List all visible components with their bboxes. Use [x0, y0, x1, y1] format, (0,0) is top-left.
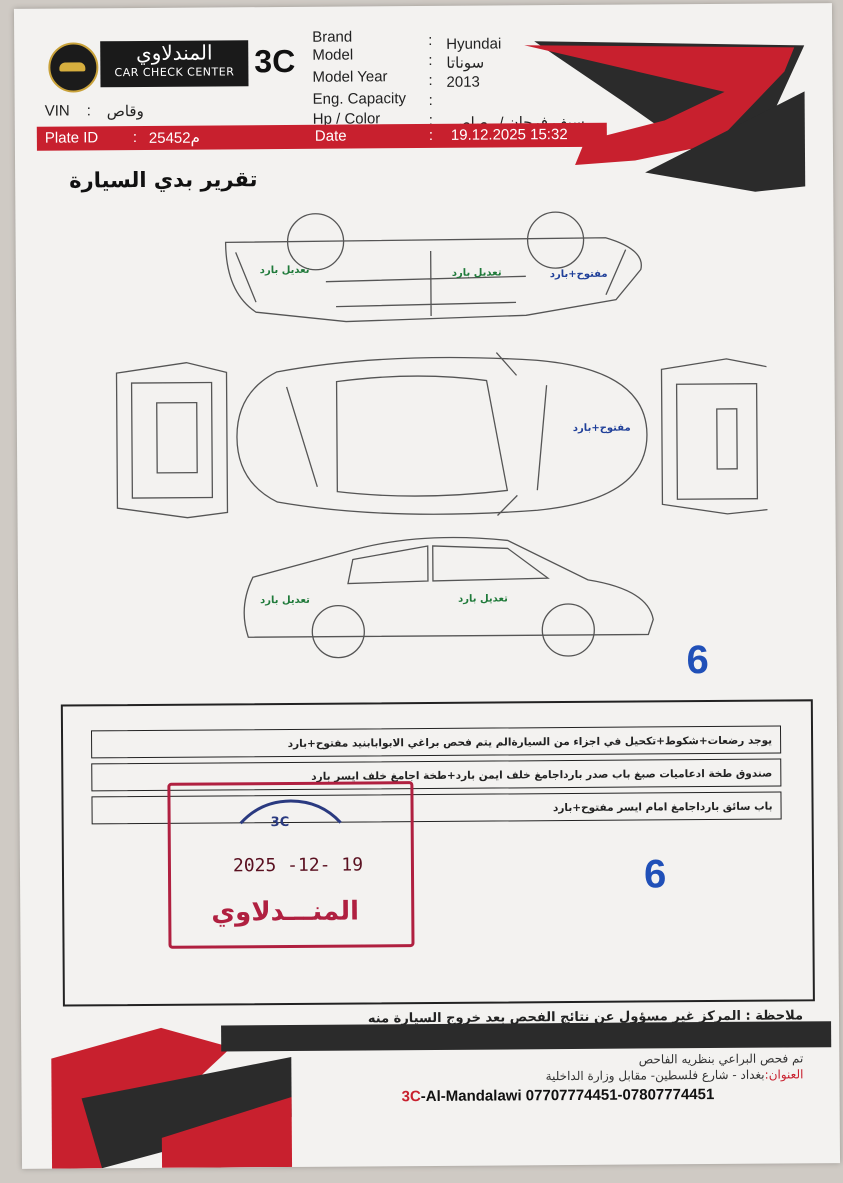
inspection-sheet: المندلاوي CAR CHECK CENTER 3C Brand Mode… [13, 3, 841, 1169]
report-title: تقرير بدي السيارة [69, 167, 258, 193]
annotation-underside-left: تعديل بارد [259, 264, 310, 277]
address-value: بغداد - شارع فلسطين- مقابل وزارة الداخلي… [545, 1067, 765, 1084]
car-diagram [115, 211, 769, 659]
annotation-underside-right: مفتوح+بارد [549, 268, 608, 281]
logo-arabic: المندلاوي [135, 40, 213, 66]
note-row: يوجد رضعات+شكوط+تكحيل في اجزاء من السيار… [90, 725, 782, 759]
car-rear-view [115, 362, 229, 519]
car-underside-view [224, 211, 642, 323]
logo-box: المندلاوي CAR CHECK CENTER [100, 40, 249, 88]
footer-phones: -Al-Mandalawi 07707774451-07807774451 [420, 1086, 715, 1106]
plate-bar: Plate ID : 25452م Date : 19.12.2025 15:3… [36, 122, 607, 151]
colon: : [132, 129, 138, 147]
plate-value: 25452م [148, 129, 200, 147]
official-stamp: 3C 2025 -12- 19 المنـــدلاوي [167, 781, 415, 949]
colon: : [428, 51, 433, 69]
vin-label: VIN [44, 102, 70, 120]
stamp-name: المنـــدلاوي [211, 896, 360, 928]
plate-label: Plate ID [44, 129, 99, 147]
colon: : [428, 126, 434, 144]
score-box: 6 [643, 852, 667, 897]
car-logo-icon [48, 42, 99, 93]
stamp-date: 2025 -12- 19 [232, 854, 364, 877]
vin-value: وقاص [106, 102, 144, 121]
brand-value: Hyundai [446, 35, 502, 53]
footer-brand: 3C [401, 1088, 421, 1106]
score-top: 6 [686, 638, 709, 683]
car-top-view [236, 352, 648, 516]
car-front-view [660, 358, 769, 515]
footer-inspector: تم فحص البراعي بنظريه الفاحص [638, 1051, 804, 1067]
colon: : [428, 71, 433, 89]
logo-3c: 3C [254, 42, 296, 80]
stamp-car-icon [239, 799, 342, 825]
annotation-top-right: مفتوح+بارد [572, 422, 631, 434]
date-label: Date [314, 127, 347, 145]
colon: : [428, 31, 433, 49]
eng-label: Eng. Capacity [312, 90, 407, 108]
colon: : [86, 102, 91, 120]
brand-label: Brand [312, 28, 353, 46]
logo-english: CAR CHECK CENTER [114, 65, 235, 80]
footer-address: العنوان:بغداد - شارع فلسطين- مقابل وزارة… [546, 1067, 804, 1083]
year-value: 2013 [446, 73, 480, 91]
annotation-side-mid: تعديل بارد [458, 593, 508, 605]
model-label: Model [312, 46, 354, 64]
address-label: العنوان: [764, 1067, 804, 1082]
year-label: Model Year [312, 68, 388, 86]
annotation-underside-mid: تعديل بارد [451, 267, 502, 279]
footer-contact: 3C-Al-Mandalawi 07707774451-07807774451 [402, 1086, 715, 1105]
date-value: 19.12.2025 15:32 [450, 126, 568, 144]
colon: : [428, 91, 433, 109]
model-value: سوناتا [446, 54, 485, 72]
car-side-view [243, 536, 654, 659]
footer-decoration [51, 1027, 293, 1169]
footer-band [221, 1021, 832, 1052]
header-decoration [524, 41, 806, 192]
stamp-logo: 3C [270, 814, 290, 831]
annotation-side-left: تعديل بارد [260, 594, 310, 607]
